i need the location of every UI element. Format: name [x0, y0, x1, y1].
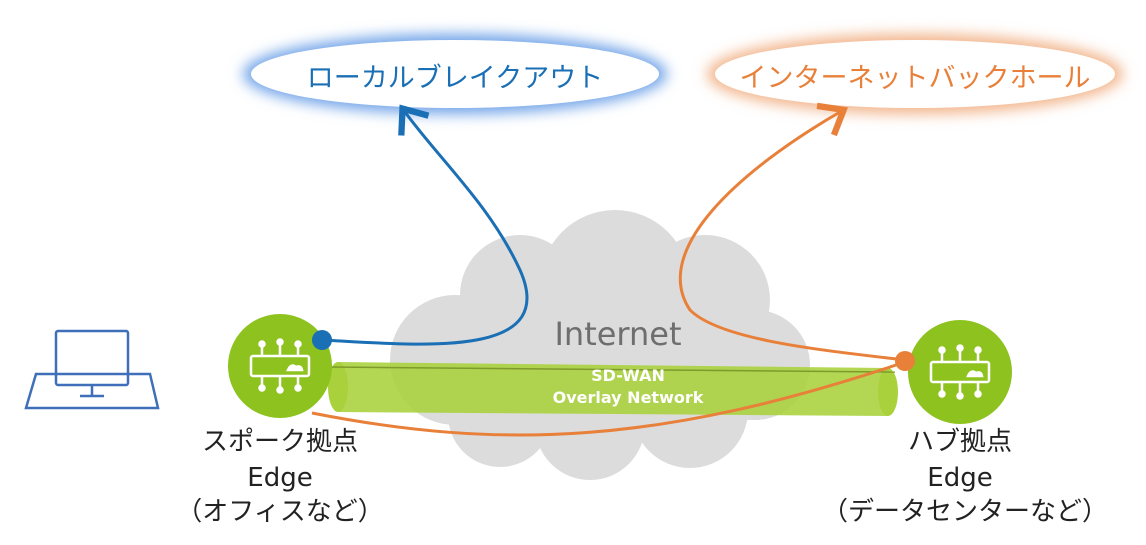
internet-backhaul-path [678, 102, 906, 362]
spoke-label-line1: スポーク拠点 [201, 427, 358, 457]
local-breakout-path [321, 104, 529, 346]
tunnel-label-line1: SD-WAN [591, 366, 665, 385]
tunnel-label-line2: Overlay Network [552, 388, 704, 407]
spoke-to-hub-path [311, 360, 906, 437]
edge-router-icon [929, 344, 991, 400]
internet-backhaul-label: インターネットバックホール [739, 63, 1091, 94]
internet-backhaul-bubble [707, 34, 1123, 114]
hub-label-line3: （データセンターなど） [821, 497, 1108, 527]
edge-router-icon [249, 338, 311, 394]
spoke-label-line2: Edge [247, 463, 313, 493]
local-breakout-label: ローカルブレイクアウト [306, 63, 604, 94]
spoke-label-line3: （オフィスなど） [176, 497, 384, 527]
cloud-label: Internet [554, 315, 682, 353]
laptop-icon [24, 329, 160, 410]
local-breakout-bubble [243, 34, 667, 114]
spoke-edge-device [228, 314, 332, 418]
hub-edge-device [895, 320, 1012, 424]
hub-label-line1: ハブ拠点 [907, 427, 1012, 457]
hub-label-line2: Edge [927, 463, 993, 493]
sdwan-tunnel [328, 362, 898, 416]
